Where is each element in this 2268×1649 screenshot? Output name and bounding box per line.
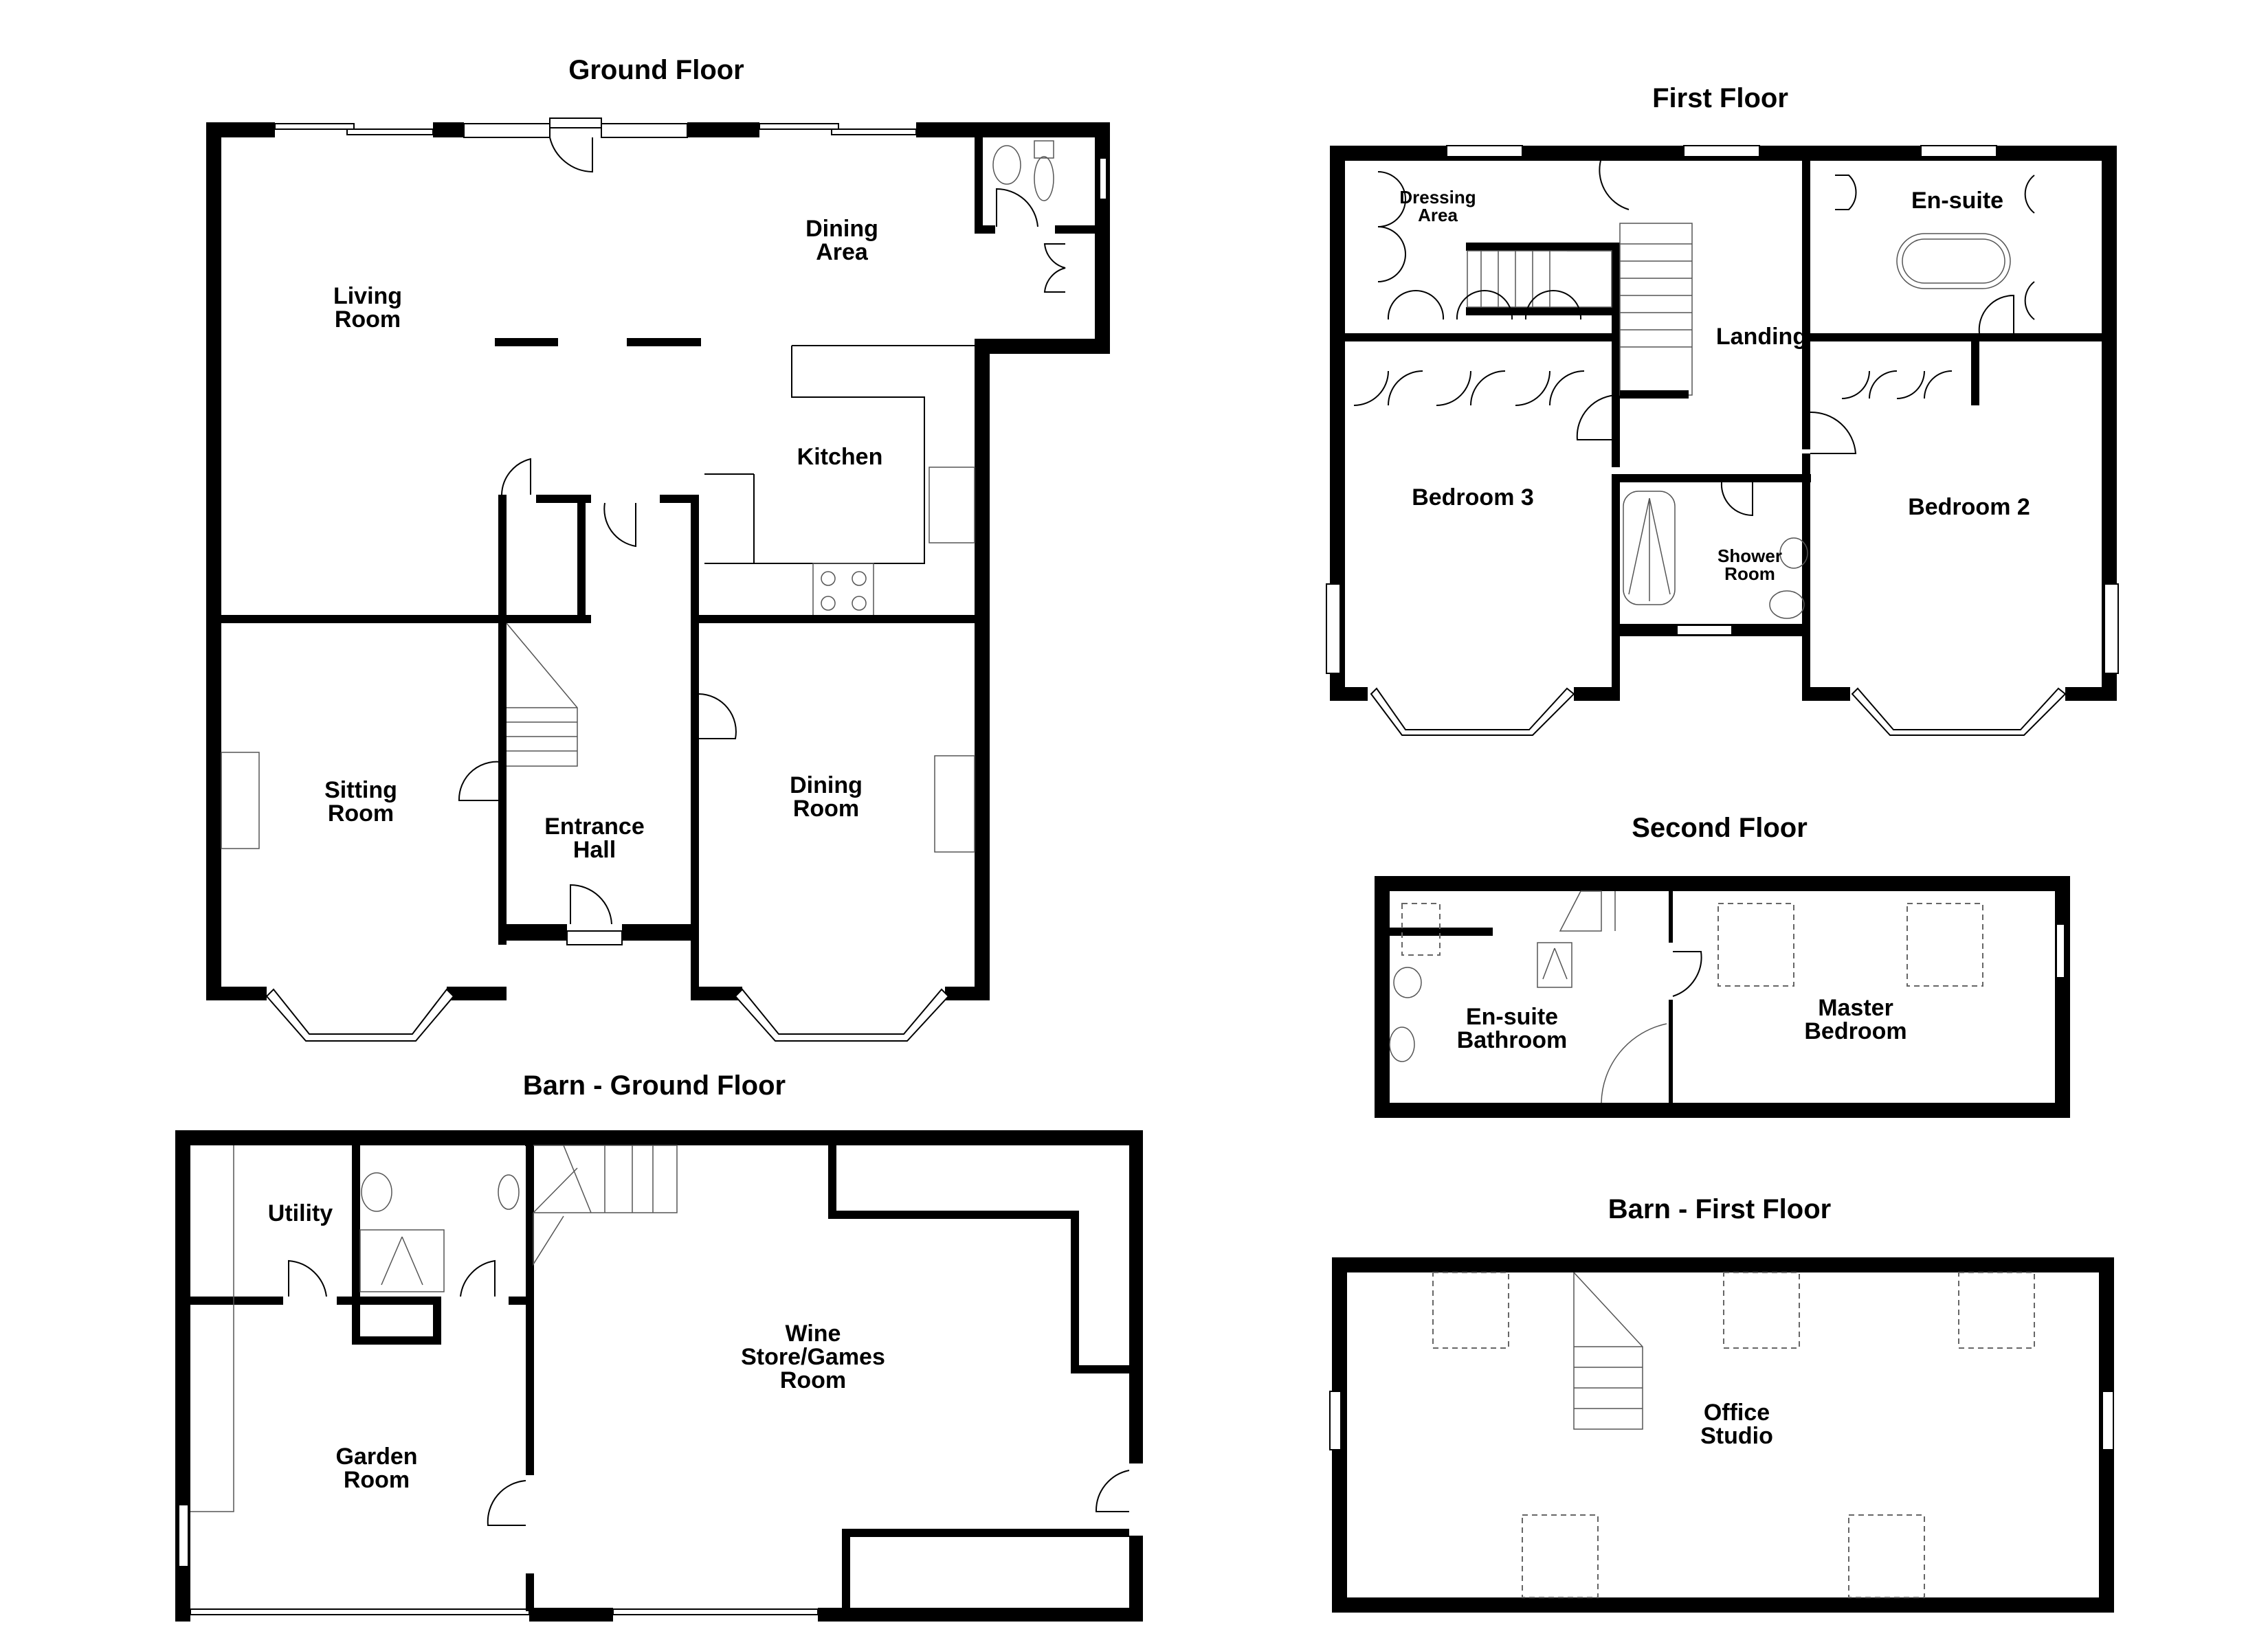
room-label-wine-store-games-room: Wine Store/Games Room [741, 1321, 885, 1393]
room-label-sitting-room: Sitting Room [324, 777, 397, 827]
room-label-landing: Landing [1715, 324, 1808, 350]
barn-first-floor-title: Barn - First Floor [1608, 1194, 1832, 1224]
room-label-bedroom-3: Bedroom 3 [1412, 484, 1534, 511]
room-label-en-suite: En-suite [1911, 188, 2004, 214]
room-label-master-bedroom: Master Bedroom [1804, 995, 1907, 1044]
room-label-bedroom-2: Bedroom 2 [1908, 494, 2030, 520]
barn-ground-floor-title: Barn - Ground Floor [522, 1070, 786, 1101]
room-label-utility: Utility [267, 1200, 333, 1226]
barn-first-floor-plan [1329, 1257, 2114, 1613]
room-label-dining-area: Dining Area [805, 216, 878, 265]
first-floor-title: First Floor [1652, 83, 1788, 113]
room-label-garden-room: Garden Room [335, 1444, 418, 1493]
room-label-dining-room: Dining Room [790, 772, 863, 822]
second-floor-title: Second Floor [1632, 813, 1808, 843]
second-floor-plan [1375, 876, 2070, 1118]
ground-floor-plan [206, 117, 1110, 1042]
room-label-entrance-hall: Entrance Hall [544, 814, 645, 863]
room-label-office-studio: Office Studio [1700, 1400, 1773, 1449]
ground-floor-title: Ground Floor [568, 55, 744, 85]
barn-ground-floor-plan [175, 1130, 1143, 1622]
room-label-dressing-area: Dressing Area [1399, 187, 1476, 225]
room-label-shower-room: Shower Room [1717, 546, 1782, 584]
first-floor-plan [1326, 145, 2119, 736]
room-label-en-suite-bathroom: En-suite Bathroom [1456, 1004, 1568, 1053]
room-label-living-room: Living Room [333, 283, 403, 333]
room-label-kitchen: Kitchen [797, 444, 883, 470]
